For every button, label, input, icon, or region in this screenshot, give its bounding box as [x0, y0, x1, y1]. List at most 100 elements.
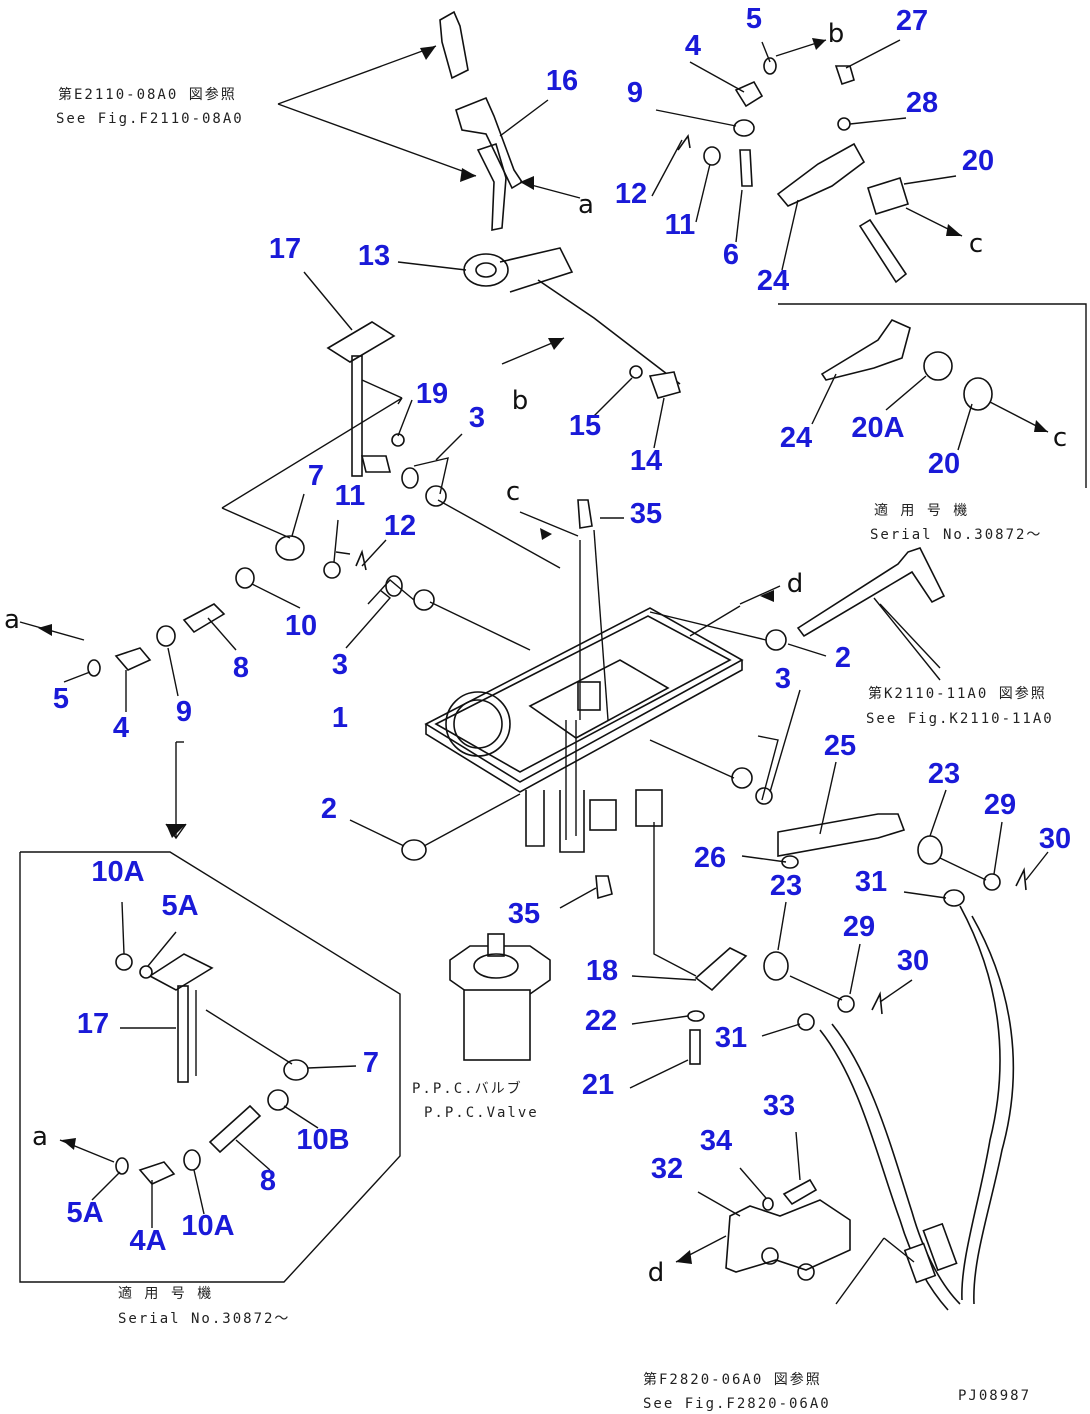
callout-c10Ab: 10A — [181, 1210, 234, 1242]
callout-c5Ab: 5A — [66, 1197, 103, 1229]
callout-c9a: 9 — [627, 77, 643, 109]
callout-c20A: 20A — [851, 412, 904, 444]
letter-lb2: b — [512, 386, 529, 416]
callout-c14: 14 — [630, 445, 662, 477]
callout-c5a: 5 — [746, 3, 762, 35]
callout-c34: 34 — [700, 1125, 732, 1157]
letter-lb1: b — [828, 19, 845, 49]
callout-c15: 15 — [569, 410, 601, 442]
callout-c28: 28 — [906, 87, 938, 119]
callout-c30b: 30 — [897, 945, 929, 977]
note-ref-jp-2: 第K2110-11A0 図参照 — [868, 685, 1047, 702]
arrow-heads — [38, 38, 1048, 1264]
callout-c11a: 11 — [665, 209, 696, 241]
connection-letters: a b c b c c d a a d — [4, 19, 1067, 1288]
callout-c35b: 35 — [508, 898, 540, 930]
callout-c17b: 17 — [77, 1008, 109, 1040]
callout-c16: 16 — [546, 65, 578, 97]
note-ppc-en: P.P.C.Valve — [424, 1105, 539, 1121]
control-cables — [819, 905, 1015, 1311]
note-ref-en-2: See Fig.K2110-11A0 — [866, 711, 1054, 727]
callout-c11b: 11 — [335, 480, 366, 512]
callout-c29b: 29 — [843, 911, 875, 943]
callout-c5Aa: 5A — [161, 890, 198, 922]
callout-c18: 18 — [586, 955, 618, 987]
callout-c30a: 30 — [1039, 823, 1071, 855]
callout-c4a: 4 — [685, 30, 701, 62]
callout-c1: 1 — [332, 702, 348, 734]
letter-la3: a — [32, 1122, 48, 1152]
note-ppc-jp: P.P.C.バルブ — [412, 1080, 523, 1097]
callout-c24a: 24 — [757, 265, 789, 297]
callout-c10a: 10 — [285, 610, 317, 642]
callout-c7b: 7 — [363, 1047, 379, 1079]
callout-c12a: 12 — [615, 178, 647, 210]
callout-c32: 32 — [651, 1153, 683, 1185]
callout-c21: 21 — [582, 1069, 614, 1101]
callout-c3c: 3 — [775, 663, 791, 695]
callout-c3a: 3 — [469, 402, 485, 434]
letter-lc1: c — [969, 229, 983, 259]
letter-lc2: c — [1053, 423, 1067, 453]
note-drawing-no: PJ08987 — [958, 1388, 1031, 1404]
base-plate — [424, 607, 744, 853]
callout-c17a: 17 — [269, 233, 301, 265]
inset-linkage — [115, 953, 309, 1185]
note-serial-jp-1: 適 用 号 機 — [874, 502, 969, 519]
letter-la1: a — [578, 190, 594, 220]
callout-c27: 27 — [896, 5, 928, 37]
callout-c23a: 23 — [928, 758, 960, 790]
note-serial-en-1: Serial No.30872～ — [870, 527, 1042, 543]
note-ref-en-3: See Fig.F2820-06A0 — [643, 1396, 831, 1412]
callout-c9b: 9 — [176, 696, 192, 728]
callout-c10Aa: 10A — [91, 856, 144, 888]
callout-c8a: 8 — [233, 652, 249, 684]
callout-c23b: 23 — [770, 870, 802, 902]
callout-c31b: 31 — [715, 1022, 747, 1054]
inset-frames — [19, 303, 1087, 1283]
callout-c7a: 7 — [308, 460, 324, 492]
callout-c24b: 24 — [780, 422, 812, 454]
callout-c2a: 2 — [835, 642, 851, 674]
reference-notes: 第E2110-08A0 図参照 See Fig.F2110-08A0 適 用 号 機… — [56, 86, 1054, 1412]
callout-c20a: 20 — [962, 145, 994, 177]
callout-c10B: 10B — [296, 1124, 349, 1156]
callout-c25: 25 — [824, 730, 856, 762]
callout-c6: 6 — [723, 239, 739, 271]
callout-c2b: 2 — [321, 793, 337, 825]
letter-ld1: d — [787, 569, 804, 599]
callout-c33: 33 — [763, 1090, 795, 1122]
letter-lc3: c — [506, 477, 520, 507]
note-ref-jp-1: 第E2110-08A0 図参照 — [58, 86, 237, 103]
callout-c12b: 12 — [384, 510, 416, 542]
callout-c3b: 3 — [332, 649, 348, 681]
letter-ld2: d — [648, 1258, 665, 1288]
mount-bracket — [725, 1178, 851, 1281]
upper-linkage — [439, 10, 682, 399]
callout-c19: 19 — [416, 378, 448, 410]
callout-c4A: 4A — [129, 1225, 166, 1257]
note-ref-en-1: See Fig.F2110-08A0 — [56, 111, 244, 127]
callout-c22: 22 — [585, 1005, 617, 1037]
upper-right-linkage — [677, 57, 993, 638]
callout-c35a: 35 — [630, 498, 662, 530]
callout-c29a: 29 — [984, 789, 1016, 821]
callout-c13: 13 — [358, 240, 390, 272]
lower-right-linkage — [653, 813, 1027, 1065]
ppc-valve — [449, 499, 613, 1061]
note-ref-jp-3: 第F2820-06A0 図参照 — [643, 1371, 822, 1388]
letter-la2: a — [4, 605, 20, 635]
pedal-bracket — [326, 321, 405, 477]
callout-c4b: 4 — [113, 712, 129, 744]
callout-c26: 26 — [694, 842, 726, 874]
note-serial-en-2: Serial No.30872～ — [118, 1311, 290, 1327]
leader-lines — [19, 39, 1049, 1305]
left-linkage — [87, 467, 787, 861]
callout-c8b: 8 — [260, 1165, 276, 1197]
callout-c20b: 20 — [928, 448, 960, 480]
callout-c31a: 31 — [855, 866, 887, 898]
callout-c5b: 5 — [53, 683, 69, 715]
note-serial-jp-2: 適 用 号 機 — [118, 1285, 213, 1302]
